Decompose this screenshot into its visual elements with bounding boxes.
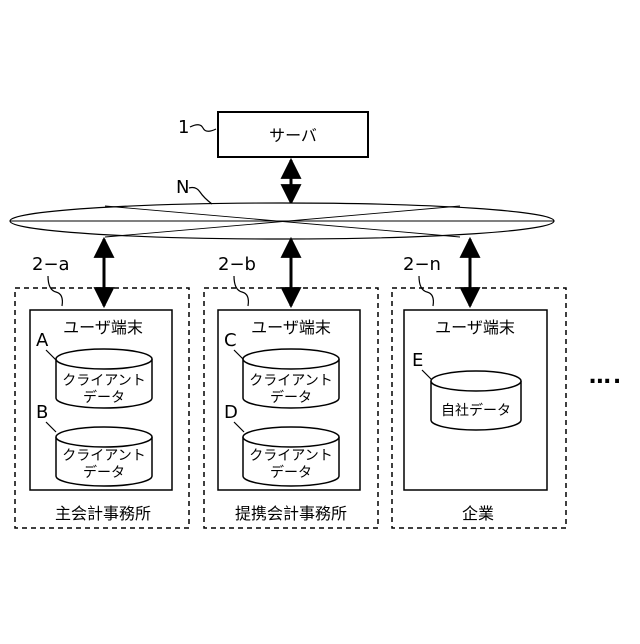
user-terminal-label: ユーザ端末 [251, 318, 331, 337]
group-ref-leader [419, 276, 433, 306]
database-letter: B [36, 402, 48, 423]
network-ref-letter: N [176, 177, 189, 198]
server-ref-number: 1 [178, 117, 189, 138]
database-label-line1: クライアント [62, 373, 145, 389]
database-label-line1: クライアント [249, 373, 332, 389]
database-letter: C [224, 330, 237, 351]
database-label-line1: クライアント [249, 448, 332, 464]
database-label-line2: データ [270, 464, 312, 481]
database-letter: A [36, 330, 49, 351]
group-ref-leader [234, 276, 248, 306]
server-label: サーバ [269, 126, 317, 145]
office-caption: 提携会計事務所 [235, 504, 347, 523]
database-label-line1: 自社データ [441, 402, 511, 419]
group-ref-leader [48, 276, 62, 306]
database-label-line2: データ [270, 389, 312, 406]
group-company: 2−n ユーザ端末 E 自社データ 企業 [392, 254, 566, 528]
user-terminal-label: ユーザ端末 [63, 318, 143, 337]
server-node: サーバ [218, 112, 368, 157]
office-caption: 主会計事務所 [55, 504, 151, 523]
database-label-line1: クライアント [62, 448, 145, 464]
cylinder-top [56, 349, 152, 369]
server-ref: 1 [178, 117, 216, 138]
group-ref: 2−b [218, 254, 256, 275]
group-ref: 2−n [403, 254, 441, 275]
network-ref: N [176, 177, 212, 204]
cylinder-top [431, 371, 521, 391]
database-letter: E [412, 350, 423, 371]
office-caption: 企業 [462, 504, 494, 523]
user-terminal-label: ユーザ端末 [435, 318, 515, 337]
cylinder-top [243, 349, 339, 369]
network-ref-leader [189, 188, 212, 205]
cylinder-top [56, 427, 152, 447]
group-main-office: 2−a ユーザ端末 A クライアント データ B クライアント データ 主会計事… [15, 254, 189, 528]
server-ref-leader [190, 125, 216, 132]
group-ref: 2−a [32, 254, 70, 275]
network [10, 203, 554, 239]
database-label-line2: データ [83, 389, 125, 406]
database-letter: D [224, 402, 238, 423]
database-label-line2: データ [83, 464, 125, 481]
cylinder-top [243, 427, 339, 447]
continuation-ellipsis: …. [589, 364, 623, 389]
